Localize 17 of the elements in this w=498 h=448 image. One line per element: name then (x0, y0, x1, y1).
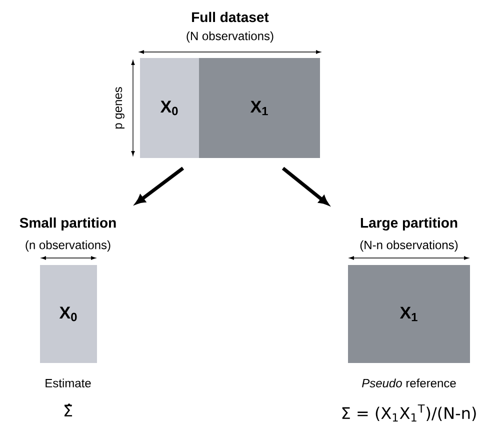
node-label: Pseudo reference (362, 378, 456, 388)
matrix-block: X$_{1}$ (199, 58, 320, 158)
heading: Full dataset (192, 12, 269, 22)
subheading: (N-n observations) (360, 240, 458, 252)
matrix-block: X$_{0}$ (140, 58, 199, 158)
node-label: Estimate (46, 378, 91, 388)
heading: Small partition (20, 217, 116, 231)
subheading: (N observations) (186, 31, 274, 43)
arrow (282, 166, 329, 206)
equation: Σ = (X$_{1}$X$_{1}$$^{T}$)/(N-n) (342, 404, 476, 422)
arrow (136, 166, 184, 204)
equation: Σ̂ (64, 404, 72, 416)
partition-matrix: X$_{0}$ (40, 265, 97, 363)
partition-matrix: X$_{1}$ (348, 265, 470, 363)
heading: Large partition (360, 217, 458, 231)
axis-label: p genes (116, 87, 124, 129)
subheading: (n observations) (26, 240, 110, 252)
